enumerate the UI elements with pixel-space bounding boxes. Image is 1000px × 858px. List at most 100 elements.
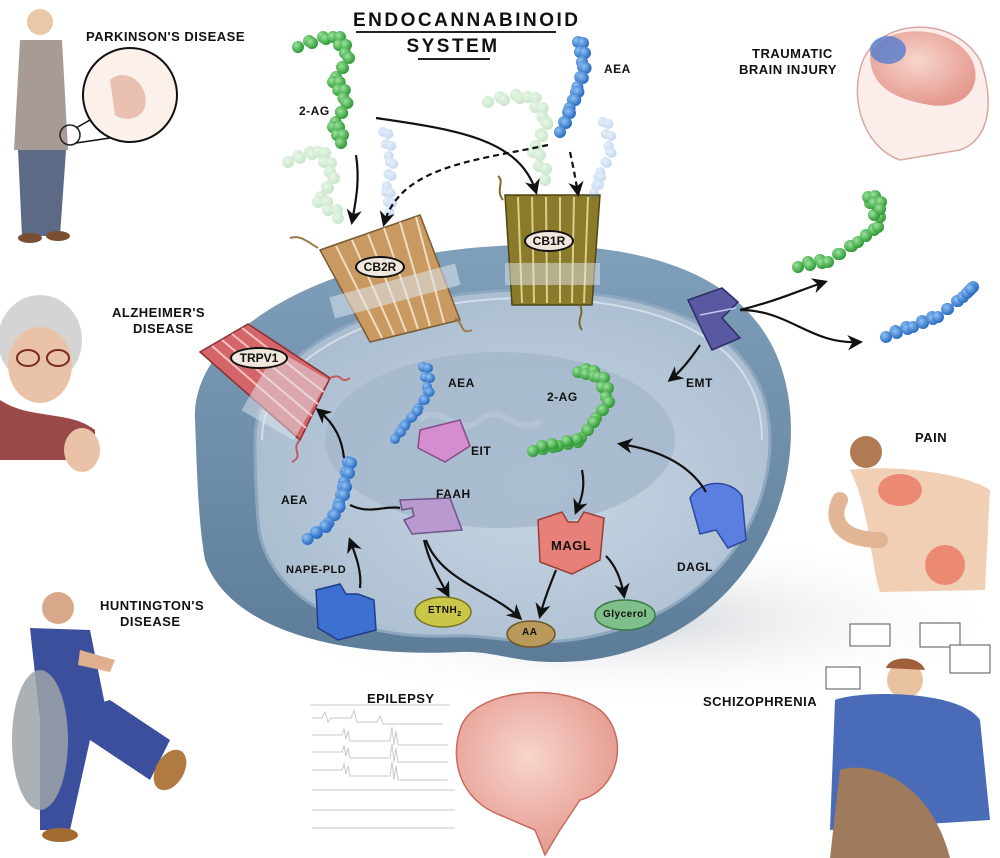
atom-bead [328,509,341,521]
arrow-2ag-to-cb1r [375,116,540,195]
atom-bead [792,261,804,273]
glycerol-product[interactable] [594,599,656,631]
dagl-enzyme[interactable] [689,482,747,549]
cell [194,244,791,663]
label-eit: EIT [471,444,492,458]
atom-bead [582,424,594,436]
label-aa: AA [522,627,538,638]
atom-bead [385,188,396,198]
atom-bead [579,62,592,74]
arrow-emt-out-aea [739,308,864,351]
label-alzheimers-1: ALZHEIMER'S [112,305,206,320]
schizophrenia-figure [825,622,991,858]
ghost-aea-right [589,117,617,198]
atom-bead [546,438,558,450]
cb1r-label: CB1R [524,230,574,252]
atom-bead [386,141,397,151]
atom-bead [534,149,546,161]
atom-bead [598,372,610,384]
dna-strand [417,411,543,429]
faah-aea-link [349,504,401,511]
atom-bead [872,221,884,233]
atom-bead [388,159,399,169]
trpv1-label: TRPV1 [230,347,288,369]
atom-bead [907,321,919,333]
title-line-1: ENDOCANNABINOID [353,10,581,31]
atom-bead [310,526,323,538]
molecule-aea-outside [880,281,979,343]
atom-bead [332,212,344,224]
aa-product[interactable] [506,620,556,648]
label-aea-nucleus: AEA [448,376,475,390]
atom-bead [561,435,573,447]
label-nape-pld: NAPE-PLD [286,564,347,576]
atom-bead [606,148,617,158]
parkinsons-figure [14,9,178,243]
label-aea-top: AEA [604,62,631,76]
atom-bead [804,259,816,271]
cb2r-label: CB2R [355,256,405,278]
label-2ag-top: 2-AG [299,104,330,118]
atom-bead [606,131,617,141]
atom-bead [571,433,583,445]
atom-bead [407,412,418,422]
atom-bead [319,520,332,532]
atom-bead [597,404,609,416]
atom-bead [328,172,340,184]
arrow-2ag-to-magl [573,469,588,515]
atom-bead [306,37,318,49]
label-parkinsons: PARKINSON'S DISEASE [86,29,245,44]
atom-bead [322,182,334,194]
arrow-faah-to-etnh2 [422,539,450,598]
label-huntingtons-2: DISEASE [120,614,181,629]
molecule-aea-top [554,36,592,138]
eit-transporter[interactable] [417,419,471,463]
atom-bead [336,107,349,119]
arrow-nape-pld-to-aea [347,537,362,589]
atom-bead [603,119,614,129]
atom-bead [419,395,430,405]
nape-pld-enzyme[interactable] [315,583,377,641]
label-tbi-1: TRAUMATIC [752,46,833,61]
atom-bead [424,387,435,397]
arrow-emt-out-2ag [739,278,828,312]
etnh2-subscript: 2 [457,611,462,618]
title-underline-1 [356,31,556,33]
emt-transporter[interactable] [686,287,742,351]
atom-bead [390,434,400,444]
magl-enzyme[interactable] [537,511,605,575]
faah-enzyme[interactable] [399,497,464,535]
atom-bead [345,457,357,469]
label-tbi-2: BRAIN INJURY [739,62,837,77]
huntingtons-figure [12,592,187,842]
etnh2-text: ETNH [428,605,458,616]
atom-bead [292,41,304,53]
label-glycerol: Glycerol [603,609,648,620]
atom-bead [312,196,324,208]
atom-bead [343,467,355,479]
tbi-figure [856,26,989,161]
atom-bead [539,174,551,186]
cb2r-receptor[interactable] [289,214,473,343]
atom-bead [601,158,612,168]
arrow-faah-to-aa [424,539,523,621]
label-2ag-nucleus: 2-AG [547,390,578,404]
molecule-aea-nucleus [390,362,435,444]
label-magl: MAGL [551,538,592,553]
atom-bead [294,152,306,164]
atom-bead [325,157,337,169]
atom-bead [536,440,548,452]
atom-bead [932,311,944,323]
alzheimers-figure [0,295,100,472]
atom-bead [540,163,552,175]
atom-bead [560,117,572,129]
label-epilepsy: EPILEPSY [367,691,435,706]
atom-bead [527,445,539,457]
atom-bead [576,72,589,84]
atom-bead [301,533,314,545]
label-aea-left: AEA [281,493,308,507]
atom-bead [341,97,354,109]
nucleus [325,352,675,528]
atom-bead [874,203,886,215]
